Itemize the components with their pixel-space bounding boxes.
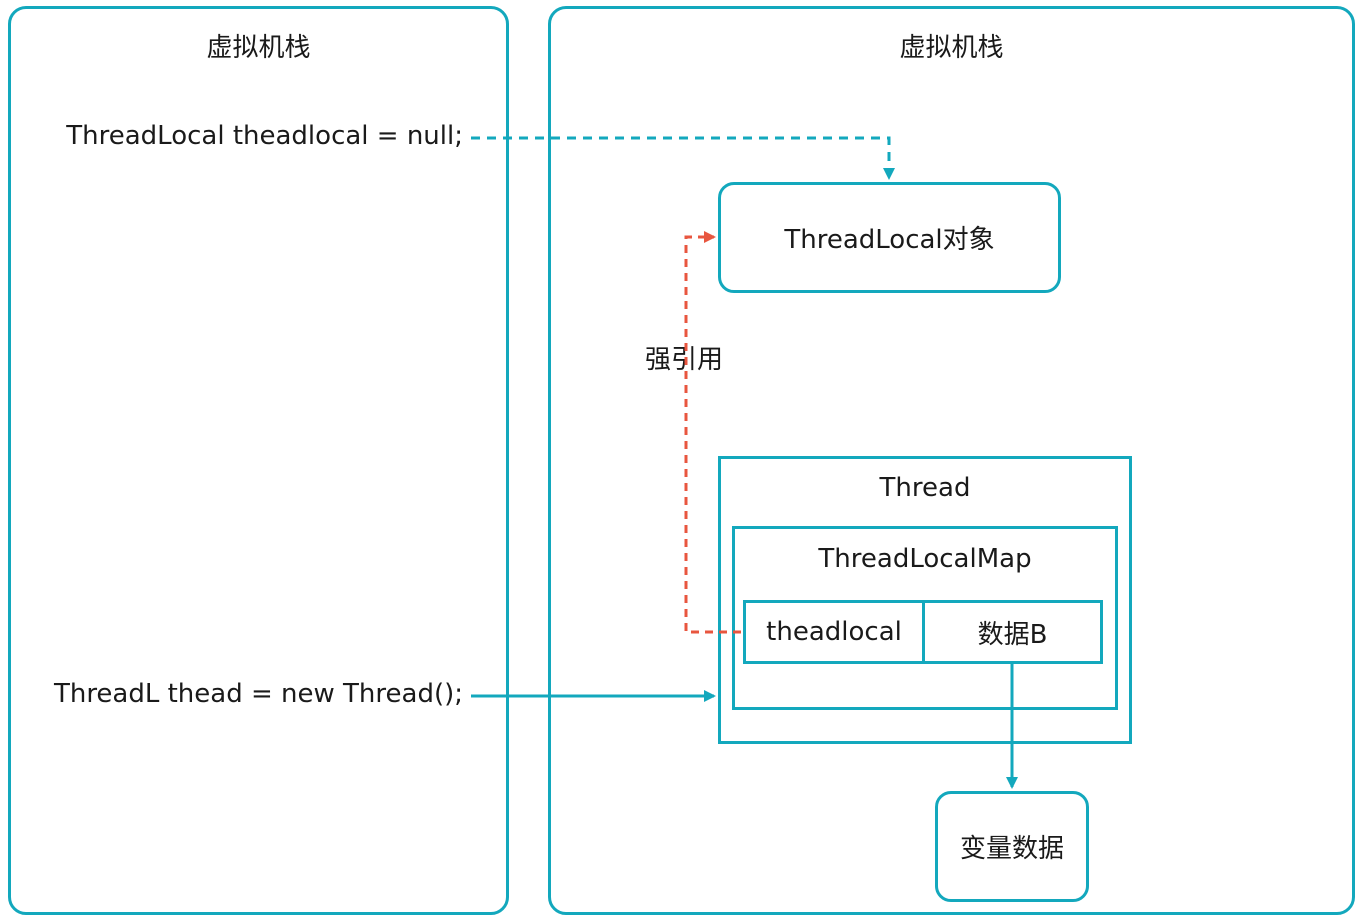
strong-reference-label: 强引用 <box>645 339 724 376</box>
entry-value-cell: 数据B <box>922 600 1103 664</box>
threadlocal-variable-label: ThreadLocal theadlocal = null; <box>66 121 463 151</box>
thread-variable-label: ThreadL thead = new Thread(); <box>53 679 463 709</box>
threadlocal-object-node: ThreadLocal对象 <box>718 182 1061 293</box>
thread-title: Thread <box>879 473 971 503</box>
right-stack-panel: 虚拟机栈 <box>548 6 1355 915</box>
variable-data-label: 变量数据 <box>959 834 1064 864</box>
entry-key-label: theadlocal <box>766 617 902 647</box>
left-stack-panel: 虚拟机栈 <box>8 6 509 915</box>
variable-data-node: 变量数据 <box>935 791 1089 902</box>
left-panel-title: 虚拟机栈 <box>206 33 311 63</box>
threadlocalmap-title: ThreadLocalMap <box>818 544 1032 574</box>
right-panel-title: 虚拟机栈 <box>899 33 1004 63</box>
threadlocal-object-label: ThreadLocal对象 <box>784 225 995 255</box>
entry-key-cell: theadlocal <box>743 600 925 664</box>
entry-value-label: 数据B <box>977 619 1048 650</box>
